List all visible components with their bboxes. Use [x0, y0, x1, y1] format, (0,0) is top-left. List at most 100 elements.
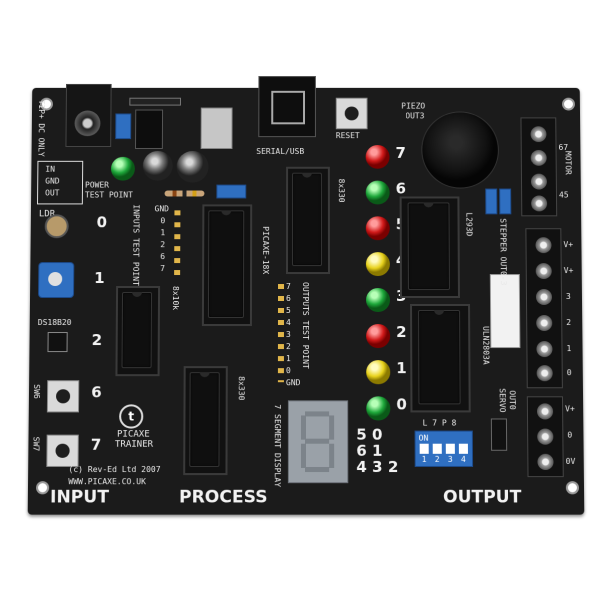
servo-header[interactable]	[490, 418, 508, 451]
outputs-tp-gnd: GND	[285, 378, 301, 388]
led-number-2: 2	[396, 323, 407, 342]
website-text: WWW.PICAXE.CO.UK	[68, 477, 146, 487]
dip-switch-toggle-3[interactable]	[445, 443, 455, 454]
picaxe-logo-icon: t	[119, 404, 144, 429]
l293d-label: L293D	[464, 212, 474, 237]
led-number-1: 1	[396, 359, 407, 378]
stepper-term-3: 3	[565, 292, 571, 301]
power-jack	[65, 83, 112, 148]
reset-label: RESET	[335, 131, 360, 141]
uln2803a-label: ULN2803A	[481, 326, 491, 365]
stepper-term-2: 2	[566, 318, 572, 328]
outputs-header-pins[interactable]	[277, 284, 285, 383]
screw-icon	[531, 195, 548, 212]
outputs-tp-4: 4	[285, 318, 291, 328]
reset-button[interactable]	[335, 97, 368, 130]
inputs-tp-6: 6	[160, 252, 166, 262]
chip-8x10k	[121, 292, 153, 369]
piezo-out3-label: OUT3	[405, 111, 425, 121]
blue-capacitor	[499, 188, 512, 215]
led-number-0: 0	[396, 395, 407, 414]
output-led-4	[365, 252, 390, 277]
stepper-label: STEPPER OUT0-3	[498, 218, 508, 286]
inputs-header-pins[interactable]	[174, 210, 181, 281]
outputs-tp-5: 5	[285, 305, 291, 315]
input-number-1: 1	[94, 269, 105, 288]
input-number-7: 7	[90, 435, 102, 454]
serial-usb-label: SERIAL/USB	[256, 147, 305, 156]
seven-segment-display	[287, 400, 349, 484]
output-led-2	[366, 324, 391, 349]
stepper-term-0: 0	[566, 368, 572, 378]
trimpot-knob-icon	[48, 272, 63, 287]
screw-icon	[536, 403, 554, 420]
servo-out0-label: OUT0	[507, 390, 517, 410]
outputs-tp-3: 3	[285, 330, 291, 340]
uln2803a-chip	[418, 309, 461, 405]
copyright-text: (c) Rev-Ed Ltd 2007	[68, 464, 161, 475]
screw-icon	[536, 341, 553, 358]
tip-dc-only-label: TIP+ DC ONLY	[36, 99, 47, 157]
section-process-heading: PROCESS	[178, 487, 268, 508]
dip-number-2: 2	[434, 454, 440, 464]
motor-terminal-block[interactable]	[520, 117, 558, 217]
stepper-terminal-block[interactable]	[525, 228, 563, 389]
power-led	[110, 156, 135, 181]
power-label: POWER	[84, 180, 110, 190]
inputs-tp-0: 0	[160, 216, 166, 226]
outputs-tp-1: 1	[285, 354, 291, 364]
electrolytic-capacitor	[176, 150, 209, 183]
outputs-tp-6: 6	[285, 294, 291, 303]
switch-sw7-button[interactable]	[46, 434, 79, 467]
screw-icon	[537, 428, 554, 445]
blue-resonator	[216, 184, 247, 199]
inputs-test-point-label: INPUTS TEST POINT	[131, 204, 141, 286]
seven-segment-label: 7 SEGMENT DISPLAY	[272, 404, 282, 488]
resistor	[164, 190, 205, 197]
outputs-test-point-label: OUTPUTS TEST POINT	[300, 282, 311, 369]
electrolytic-capacitor	[142, 150, 173, 181]
blue-capacitor	[115, 113, 132, 140]
output-led-1	[366, 360, 391, 385]
serial-jack-icon	[271, 90, 306, 125]
input-number-6: 6	[91, 383, 102, 402]
heat-sink	[200, 107, 233, 149]
screw-icon	[530, 126, 547, 143]
stepper-term-vplus-2: V+	[563, 266, 574, 276]
output-led-7	[365, 145, 390, 169]
stepper-term-vplus-1: V+	[563, 240, 574, 250]
trimpot[interactable]	[38, 262, 75, 299]
servo-label: SERVO	[497, 388, 507, 413]
dip-number-4: 4	[460, 454, 466, 464]
screw-icon	[530, 173, 547, 190]
sw7-label: SW7	[31, 436, 41, 452]
chip-8x330-lower	[189, 372, 220, 467]
mounting-hole	[565, 481, 580, 495]
servo-term-vplus: V+	[565, 404, 575, 414]
screw-icon	[536, 365, 553, 382]
inputs-tp-2: 2	[160, 240, 166, 250]
led-number-6: 6	[395, 179, 407, 198]
outputs-tp-0: 0	[285, 366, 291, 376]
switch-sw6-button[interactable]	[46, 380, 80, 413]
motor-terminal-45: 45	[558, 190, 569, 200]
power-jack-socket-icon	[74, 110, 101, 137]
dip-number-1: 1	[421, 454, 427, 464]
screw-icon	[535, 237, 552, 254]
piezo-buzzer	[421, 111, 500, 189]
voltage-regulator	[135, 109, 164, 149]
serial-usb-jack[interactable]	[258, 76, 316, 138]
dip-switch-toggle-1[interactable]	[419, 443, 429, 454]
screw-icon	[530, 149, 547, 166]
dip-switch-toggle-4[interactable]	[458, 443, 468, 454]
output-led-0	[366, 396, 391, 421]
screw-icon	[536, 314, 553, 332]
servo-terminal-block[interactable]	[526, 396, 564, 478]
dip-number-3: 3	[447, 454, 453, 464]
inputs-tp-7: 7	[160, 264, 166, 274]
dip-switch-toggle-2[interactable]	[432, 443, 442, 454]
chip-8x330-lower-label: 8x330	[236, 376, 246, 401]
dip-switch[interactable]: ON 1 2 3 4	[414, 430, 474, 467]
sw6-label: SW6	[31, 384, 42, 399]
